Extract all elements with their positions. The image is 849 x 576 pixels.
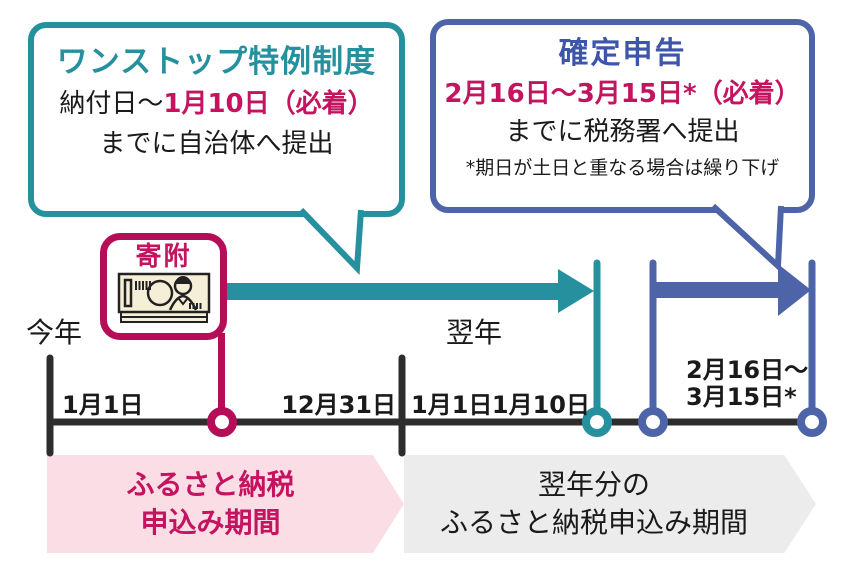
donation-marker-icon — [207, 407, 237, 437]
next-year-period-line1: 翌年分の — [537, 468, 650, 501]
onestop-deadline-line: 納付日～1月10日（必着） — [59, 84, 373, 124]
next-year-period-line2: ふるさと納税申込み期間 — [439, 506, 748, 539]
jan10-marker-icon — [582, 407, 612, 437]
tax-return-bubble: 確定申告 2月16日～3月15日*（必着） までに税務署へ提出 *期日が土日と重… — [430, 19, 815, 213]
tax-return-deadline: 2月16日～3月15日*（必着） — [444, 79, 801, 109]
onestop-period-arrow-icon — [227, 269, 594, 313]
onestop-deadline: 1月10日（必着） — [163, 89, 374, 119]
tax-return-footnote: *期日が土日と重なる場合は繰り下げ — [465, 157, 780, 179]
date-dec31: 12月31日 — [281, 391, 396, 419]
this-year-label: 今年 — [26, 316, 83, 349]
tax-return-bubble-tail-icon — [710, 203, 784, 273]
donation-badge-label: 寄附 — [135, 242, 192, 272]
application-period-line1: ふるさと納税 — [126, 468, 295, 501]
next-year-label: 翌年 — [446, 316, 503, 349]
onestop-deadline-prefix: 納付日～ — [59, 89, 164, 119]
application-period-banner: ふるさと納税 申込み期間 — [47, 455, 404, 553]
date-jan1-next-year: 1月1日 — [411, 391, 493, 419]
onestop-title: ワンストップ特例制度 — [56, 44, 377, 80]
tax-return-period-arrow-icon — [653, 264, 811, 316]
feb16-marker-icon — [638, 407, 668, 437]
mar15-marker-icon — [797, 407, 827, 437]
donation-badge: 寄附 — [100, 233, 227, 340]
banknote-icon — [117, 272, 210, 323]
application-period-line2: 申込み期間 — [140, 506, 281, 539]
next-year-period-banner: 翌年分の ふるさと納税申込み期間 — [404, 455, 816, 553]
date-feb16-mar15-line2: 3月15日* — [686, 383, 797, 411]
date-jan10: 1月10日 — [491, 391, 590, 419]
date-feb16-mar15-line1: 2月16日～ — [686, 356, 809, 384]
tax-return-title: 確定申告 — [558, 36, 687, 71]
date-jan1-this-year: 1月1日 — [62, 391, 144, 419]
date-feb16-mar15: 2月16日～ 3月15日* — [686, 357, 808, 411]
onestop-submit-line: までに自治体へ提出 — [99, 129, 334, 159]
tax-return-submit-line: までに税務署へ提出 — [505, 117, 740, 147]
onestop-bubble-tail-icon — [298, 207, 364, 275]
onestop-bubble: ワンストップ特例制度 納付日～1月10日（必着） までに自治体へ提出 — [28, 22, 405, 217]
